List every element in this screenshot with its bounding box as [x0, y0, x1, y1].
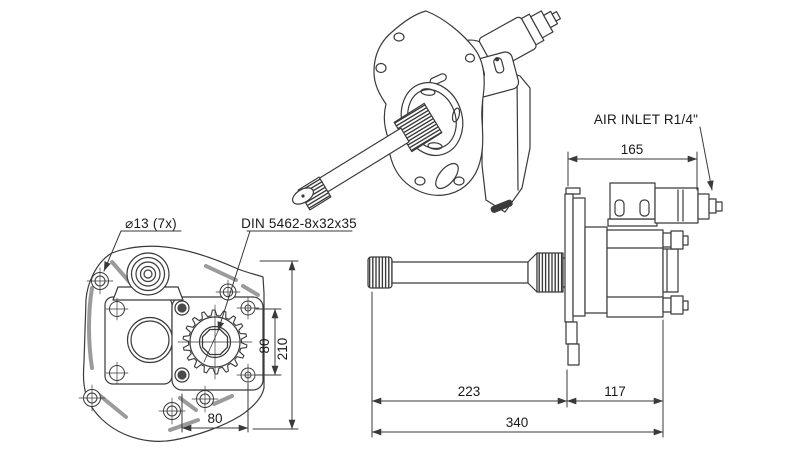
front-hole-13: [105, 361, 129, 385]
side-mounting-studs: [662, 230, 689, 315]
side-bracket-bolt: [639, 199, 650, 217]
side-air-cylinder: [607, 182, 723, 227]
front-hole-13: [158, 397, 186, 425]
iso-flange-hole: [375, 62, 387, 74]
side-shaft: [367, 252, 568, 293]
front-dim-hole-spacing-horizontal: 80: [207, 411, 222, 426]
side-dim-shaft-length: 223: [458, 384, 481, 399]
front-hole-13: [86, 267, 114, 295]
front-plate-hole: [236, 296, 260, 387]
side-dimensions: [371, 126, 714, 438]
front-hole-13: [191, 385, 219, 413]
front-casting-holes: [78, 267, 241, 425]
side-body: [584, 226, 664, 318]
air-inlet-leader: [699, 126, 714, 191]
iso-gearbox-body: [481, 61, 531, 213]
side-view: AIR INLET R1/4" 165 223 117 340: [367, 112, 723, 438]
iso-vent-slot: [490, 199, 513, 213]
isometric-view: [291, 10, 562, 213]
front-hole-13: [78, 384, 106, 412]
iso-flange-hole: [414, 176, 426, 186]
front-mounting-plate: [171, 296, 264, 391]
iso-flange-hole: [453, 176, 465, 186]
front-dim-overall-height: 210: [275, 338, 290, 361]
side-spline-hub: [536, 252, 564, 293]
front-bearing-boss: [112, 252, 184, 301]
side-bracket-bolt: [614, 199, 625, 217]
side-dim-overall-length: 340: [506, 415, 529, 430]
front-dim-hole-spacing-vertical: 80: [257, 338, 272, 353]
iso-flange-slot: [435, 162, 459, 190]
iso-hub-and-shaft: [291, 82, 464, 211]
front-hole-callout-label: ⌀13 (7x): [125, 216, 177, 231]
front-splined-hub: [177, 304, 253, 380]
front-hole-13: [105, 297, 129, 321]
front-spline-callout-label: DIN 5462-8x32x35: [241, 216, 357, 231]
side-air-inlet-nipple: [715, 201, 723, 212]
front-socket-screw: [174, 300, 190, 383]
front-dimensions: [103, 230, 353, 433]
side-flange-plate: [564, 187, 586, 366]
front-view: ⌀13 (7x) DIN 5462-8x32x35 80 210 80: [78, 216, 357, 442]
side-dim-body-length: 117: [604, 384, 626, 399]
air-inlet-label: AIR INLET R1/4": [594, 112, 698, 127]
iso-flange-hole: [464, 53, 476, 63]
side-dim-upper-length: 165: [621, 142, 644, 157]
iso-flange-hole: [393, 32, 405, 42]
side-spline-tip: [367, 256, 393, 289]
